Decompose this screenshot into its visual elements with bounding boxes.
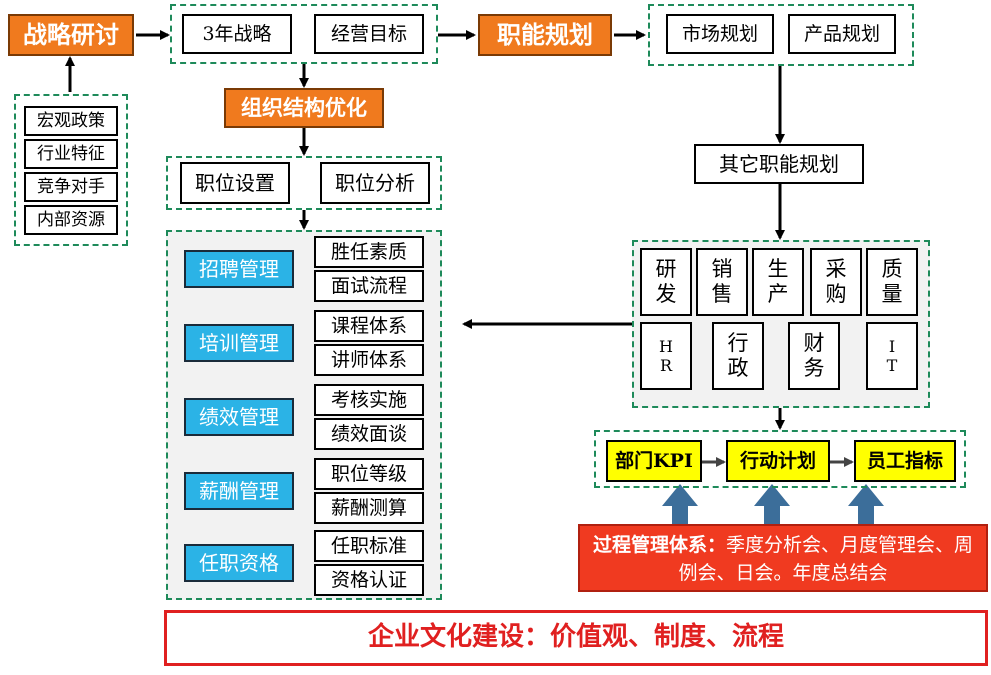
position-analysis-node: 职位分析 bbox=[320, 162, 430, 204]
dept-quality: 质量 bbox=[866, 248, 918, 316]
position-group bbox=[166, 156, 442, 210]
hr-item-job-grade: 职位等级 bbox=[314, 458, 424, 490]
hr-item-trainer-system: 讲师体系 bbox=[314, 344, 424, 376]
dept-kpi-node: 部门KPI bbox=[606, 440, 702, 482]
hr-module-performance: 绩效管理 bbox=[184, 398, 294, 436]
three-year-strategy-node: 3年战略 bbox=[182, 14, 292, 54]
hr-item-qualification-standard: 任职标准 bbox=[314, 530, 424, 562]
position-setting-node: 职位设置 bbox=[180, 162, 290, 204]
hr-item-course-system: 课程体系 bbox=[314, 310, 424, 342]
process-mgmt-body: 季度分析会、月度管理会、周例会、日会。年度总结会 bbox=[678, 534, 974, 584]
factor-macro-policy: 宏观政策 bbox=[24, 106, 118, 136]
hr-module-qualification: 任职资格 bbox=[184, 544, 294, 582]
factor-internal-resources: 内部资源 bbox=[24, 205, 118, 235]
function-planning-node: 职能规划 bbox=[478, 14, 612, 56]
business-goals-node: 经营目标 bbox=[314, 14, 424, 54]
hr-item-assessment: 考核实施 bbox=[314, 384, 424, 416]
dept-finance: 财务 bbox=[788, 322, 840, 390]
strategy-seminar-node: 战略研讨 bbox=[8, 14, 134, 56]
kpi-group bbox=[594, 430, 966, 488]
factor-industry-features: 行业特征 bbox=[24, 139, 118, 169]
dept-admin: 行政 bbox=[712, 322, 764, 390]
process-mgmt-title: 过程管理体系： bbox=[592, 534, 726, 556]
product-planning-node: 产品规划 bbox=[788, 14, 896, 54]
corporate-culture-box: 企业文化建设：价值观、制度、流程 bbox=[164, 610, 988, 666]
block-arrow-kpi bbox=[662, 484, 698, 524]
hr-item-interview-process: 面试流程 bbox=[314, 270, 424, 302]
block-arrow-employee bbox=[848, 484, 884, 524]
hr-item-qualification-cert: 资格认证 bbox=[314, 564, 424, 596]
hr-item-performance-interview: 绩效面谈 bbox=[314, 418, 424, 450]
employee-indicators-node: 员工指标 bbox=[854, 440, 956, 482]
action-plan-node: 行动计划 bbox=[726, 440, 830, 482]
dept-production: 生产 bbox=[752, 248, 804, 316]
dept-sales: 销售 bbox=[696, 248, 748, 316]
other-function-planning-node: 其它职能规划 bbox=[694, 144, 864, 184]
hr-item-competency: 胜任素质 bbox=[314, 236, 424, 268]
factor-competitors: 竞争对手 bbox=[24, 172, 118, 202]
market-planning-node: 市场规划 bbox=[666, 14, 774, 54]
dept-purchasing: 采购 bbox=[810, 248, 862, 316]
hr-module-compensation: 薪酬管理 bbox=[184, 472, 294, 510]
hr-module-training: 培训管理 bbox=[184, 324, 294, 362]
external-factors-group bbox=[14, 94, 128, 246]
strategy-group bbox=[170, 4, 438, 64]
block-arrow-action bbox=[754, 484, 790, 524]
hr-item-salary-calc: 薪酬测算 bbox=[314, 492, 424, 524]
org-optimization-node: 组织结构优化 bbox=[224, 88, 384, 128]
market-product-group bbox=[648, 4, 914, 66]
dept-rd: 研发 bbox=[640, 248, 692, 316]
process-mgmt-box: 过程管理体系：季度分析会、月度管理会、周例会、日会。年度总结会 bbox=[578, 524, 988, 592]
hr-module-recruitment: 招聘管理 bbox=[184, 250, 294, 288]
